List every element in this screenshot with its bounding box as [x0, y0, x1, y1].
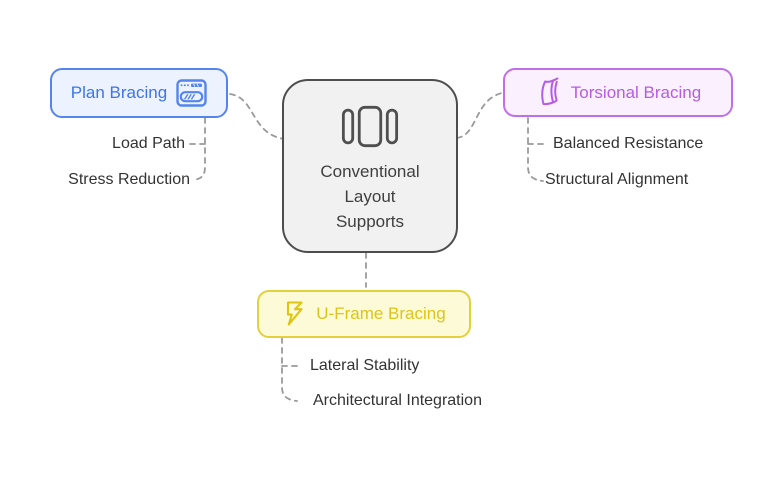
- browser-window-icon: [176, 79, 207, 107]
- center-title-line-3: Supports: [335, 212, 405, 231]
- sub-label-architectural-integration: Architectural Integration: [313, 392, 482, 409]
- center-title-line-2: Layout: [344, 187, 396, 206]
- sub-label-lateral-stability: Lateral Stability: [310, 357, 420, 374]
- connector-plan-children-spine: [192, 117, 206, 181]
- node-uframe-bracing: U-Frame Bracing: [257, 290, 471, 338]
- node-plan-bracing: Plan Bracing: [50, 68, 228, 118]
- sub-label-stress-reduction: Stress Reduction: [68, 171, 190, 188]
- zap-icon: [282, 299, 307, 330]
- connector-plan-to-center: [229, 93, 285, 140]
- sub-label-load-path: Load Path: [112, 135, 185, 152]
- pages-icon: [535, 77, 562, 108]
- columns-icon: [341, 105, 399, 148]
- connector-uframe-children-spine: [281, 337, 298, 402]
- sub-label-balanced-resistance: Balanced Resistance: [553, 135, 704, 152]
- node-plan-bracing-label: Plan Bracing: [70, 83, 168, 102]
- node-uframe-bracing-label: U-Frame Bracing: [316, 304, 446, 323]
- center-node-conventional-layout-supports: Conventional Layout Supports: [282, 79, 458, 253]
- connector-center-to-torsional: [456, 92, 503, 139]
- center-node-title: Conventional Layout Supports: [320, 159, 419, 234]
- center-title-line-1: Conventional: [320, 162, 420, 181]
- node-torsional-bracing-label: Torsional Bracing: [570, 82, 702, 102]
- connector-torsional-children-spine: [527, 117, 544, 182]
- node-torsional-bracing: Torsional Bracing: [503, 68, 733, 117]
- sub-label-structural-alignment: Structural Alignment: [545, 171, 689, 188]
